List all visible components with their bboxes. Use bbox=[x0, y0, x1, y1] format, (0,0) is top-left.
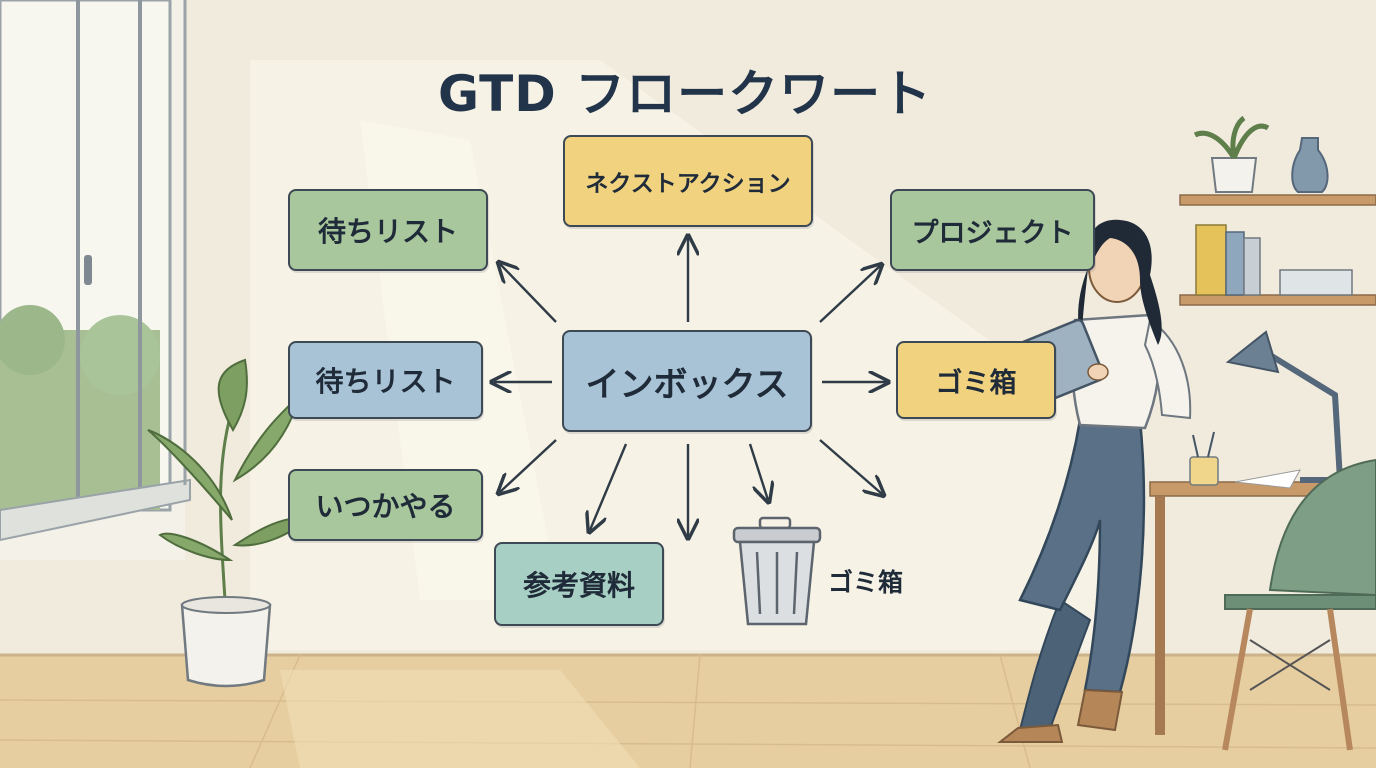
shelves bbox=[1179, 115, 1376, 306]
window bbox=[0, 0, 191, 560]
desk bbox=[1149, 330, 1376, 751]
arrow-to-waiting-top bbox=[500, 264, 557, 323]
waiting-list-node-top[interactable]: 待ちリスト bbox=[288, 189, 488, 271]
next-action-node[interactable]: ネクストアクション bbox=[563, 135, 813, 227]
flow-arrows bbox=[494, 238, 886, 536]
arrow-to-trash-can bbox=[748, 443, 768, 500]
arrow-down-right bbox=[819, 439, 882, 494]
arrow-to-someday bbox=[500, 439, 557, 492]
trash-can-label: ゴミ箱 bbox=[828, 568, 904, 597]
trash-can-icon bbox=[732, 516, 822, 626]
reference-node[interactable]: 参考資料 bbox=[494, 542, 664, 626]
diagram-title: GTD フロークワート bbox=[438, 65, 933, 123]
arrow-to-reference bbox=[590, 443, 628, 530]
arrow-to-project bbox=[819, 266, 880, 323]
project-node[interactable]: プロジェクト bbox=[890, 189, 1095, 271]
waiting-list-node-middle[interactable]: 待ちリスト bbox=[288, 341, 483, 419]
inbox-node[interactable]: インボックス bbox=[562, 330, 812, 432]
someday-node[interactable]: いつかやる bbox=[288, 469, 483, 541]
potted-plant bbox=[147, 358, 307, 688]
trash-box-node[interactable]: ゴミ箱 bbox=[896, 341, 1056, 419]
